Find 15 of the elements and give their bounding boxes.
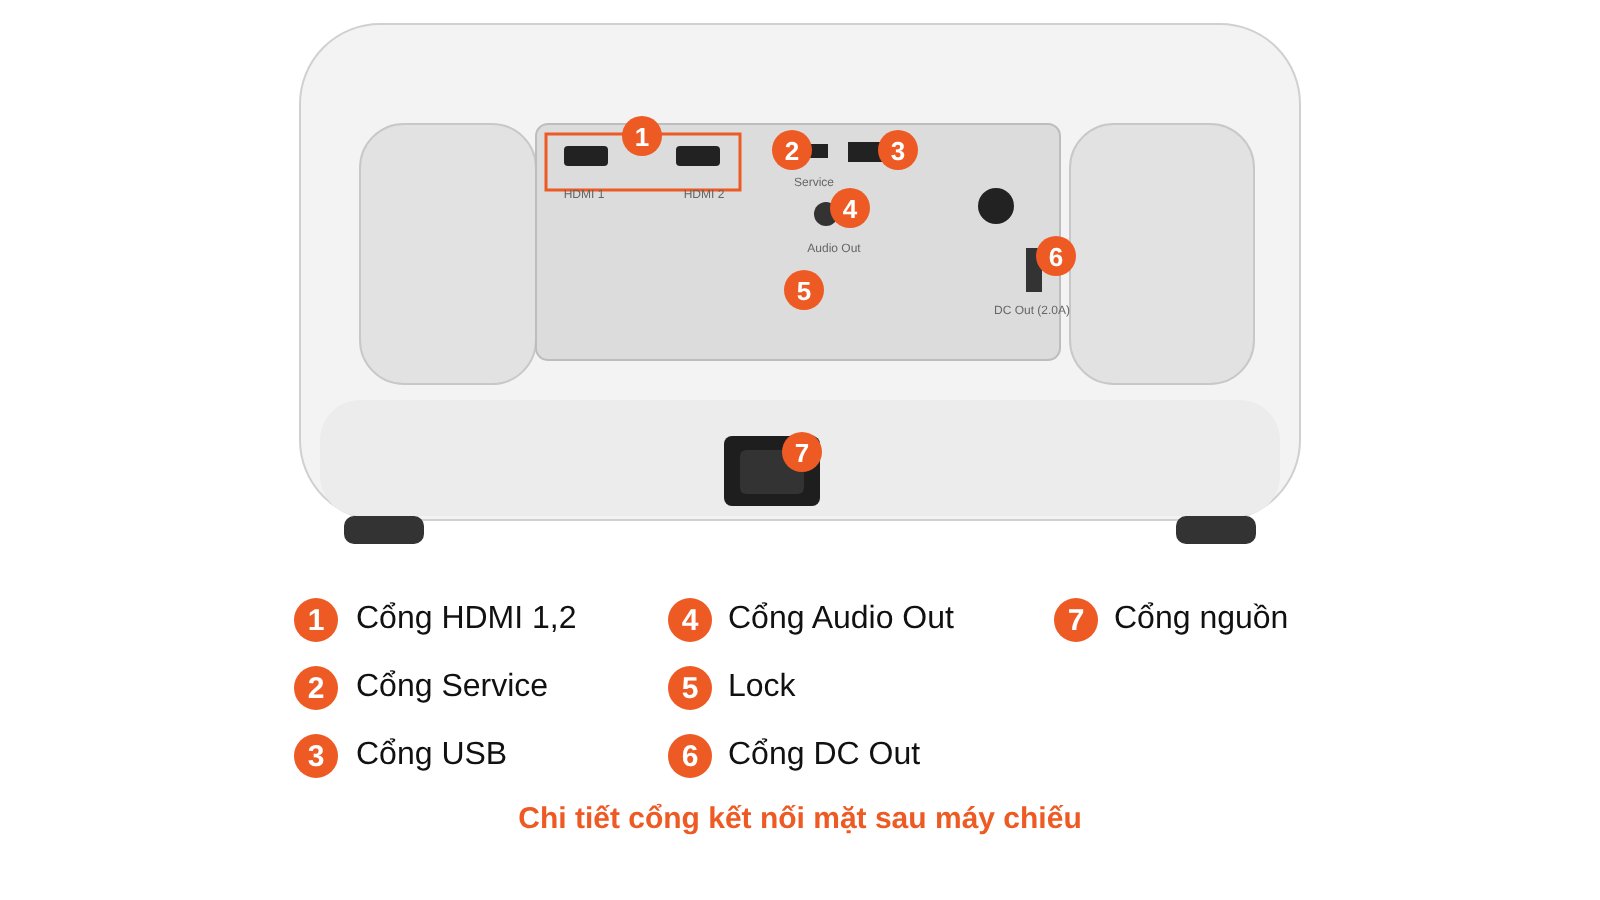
- key-text: Cổng nguồn: [1114, 604, 1289, 636]
- key-text: Lock: [728, 672, 796, 704]
- callout-number: 6: [668, 734, 712, 778]
- callout-number: 7: [1054, 598, 1098, 642]
- callout-number: 3: [294, 734, 338, 778]
- key-text: Cổng HDMI 1,2: [356, 604, 577, 636]
- callout-number: 2: [294, 666, 338, 710]
- key-text: Cổng USB: [356, 740, 508, 772]
- callout-number: 5: [668, 666, 712, 710]
- key-text: Cổng Audio Out: [728, 604, 954, 636]
- key-text: Cổng Service: [356, 672, 549, 704]
- caption: Chi tiết cổng kết nối mặt sau máy chiếu: [516, 802, 1084, 836]
- key-text: Cổng DC Out: [728, 740, 921, 772]
- callout-number: 1: [294, 598, 338, 642]
- callout-number: 4: [668, 598, 712, 642]
